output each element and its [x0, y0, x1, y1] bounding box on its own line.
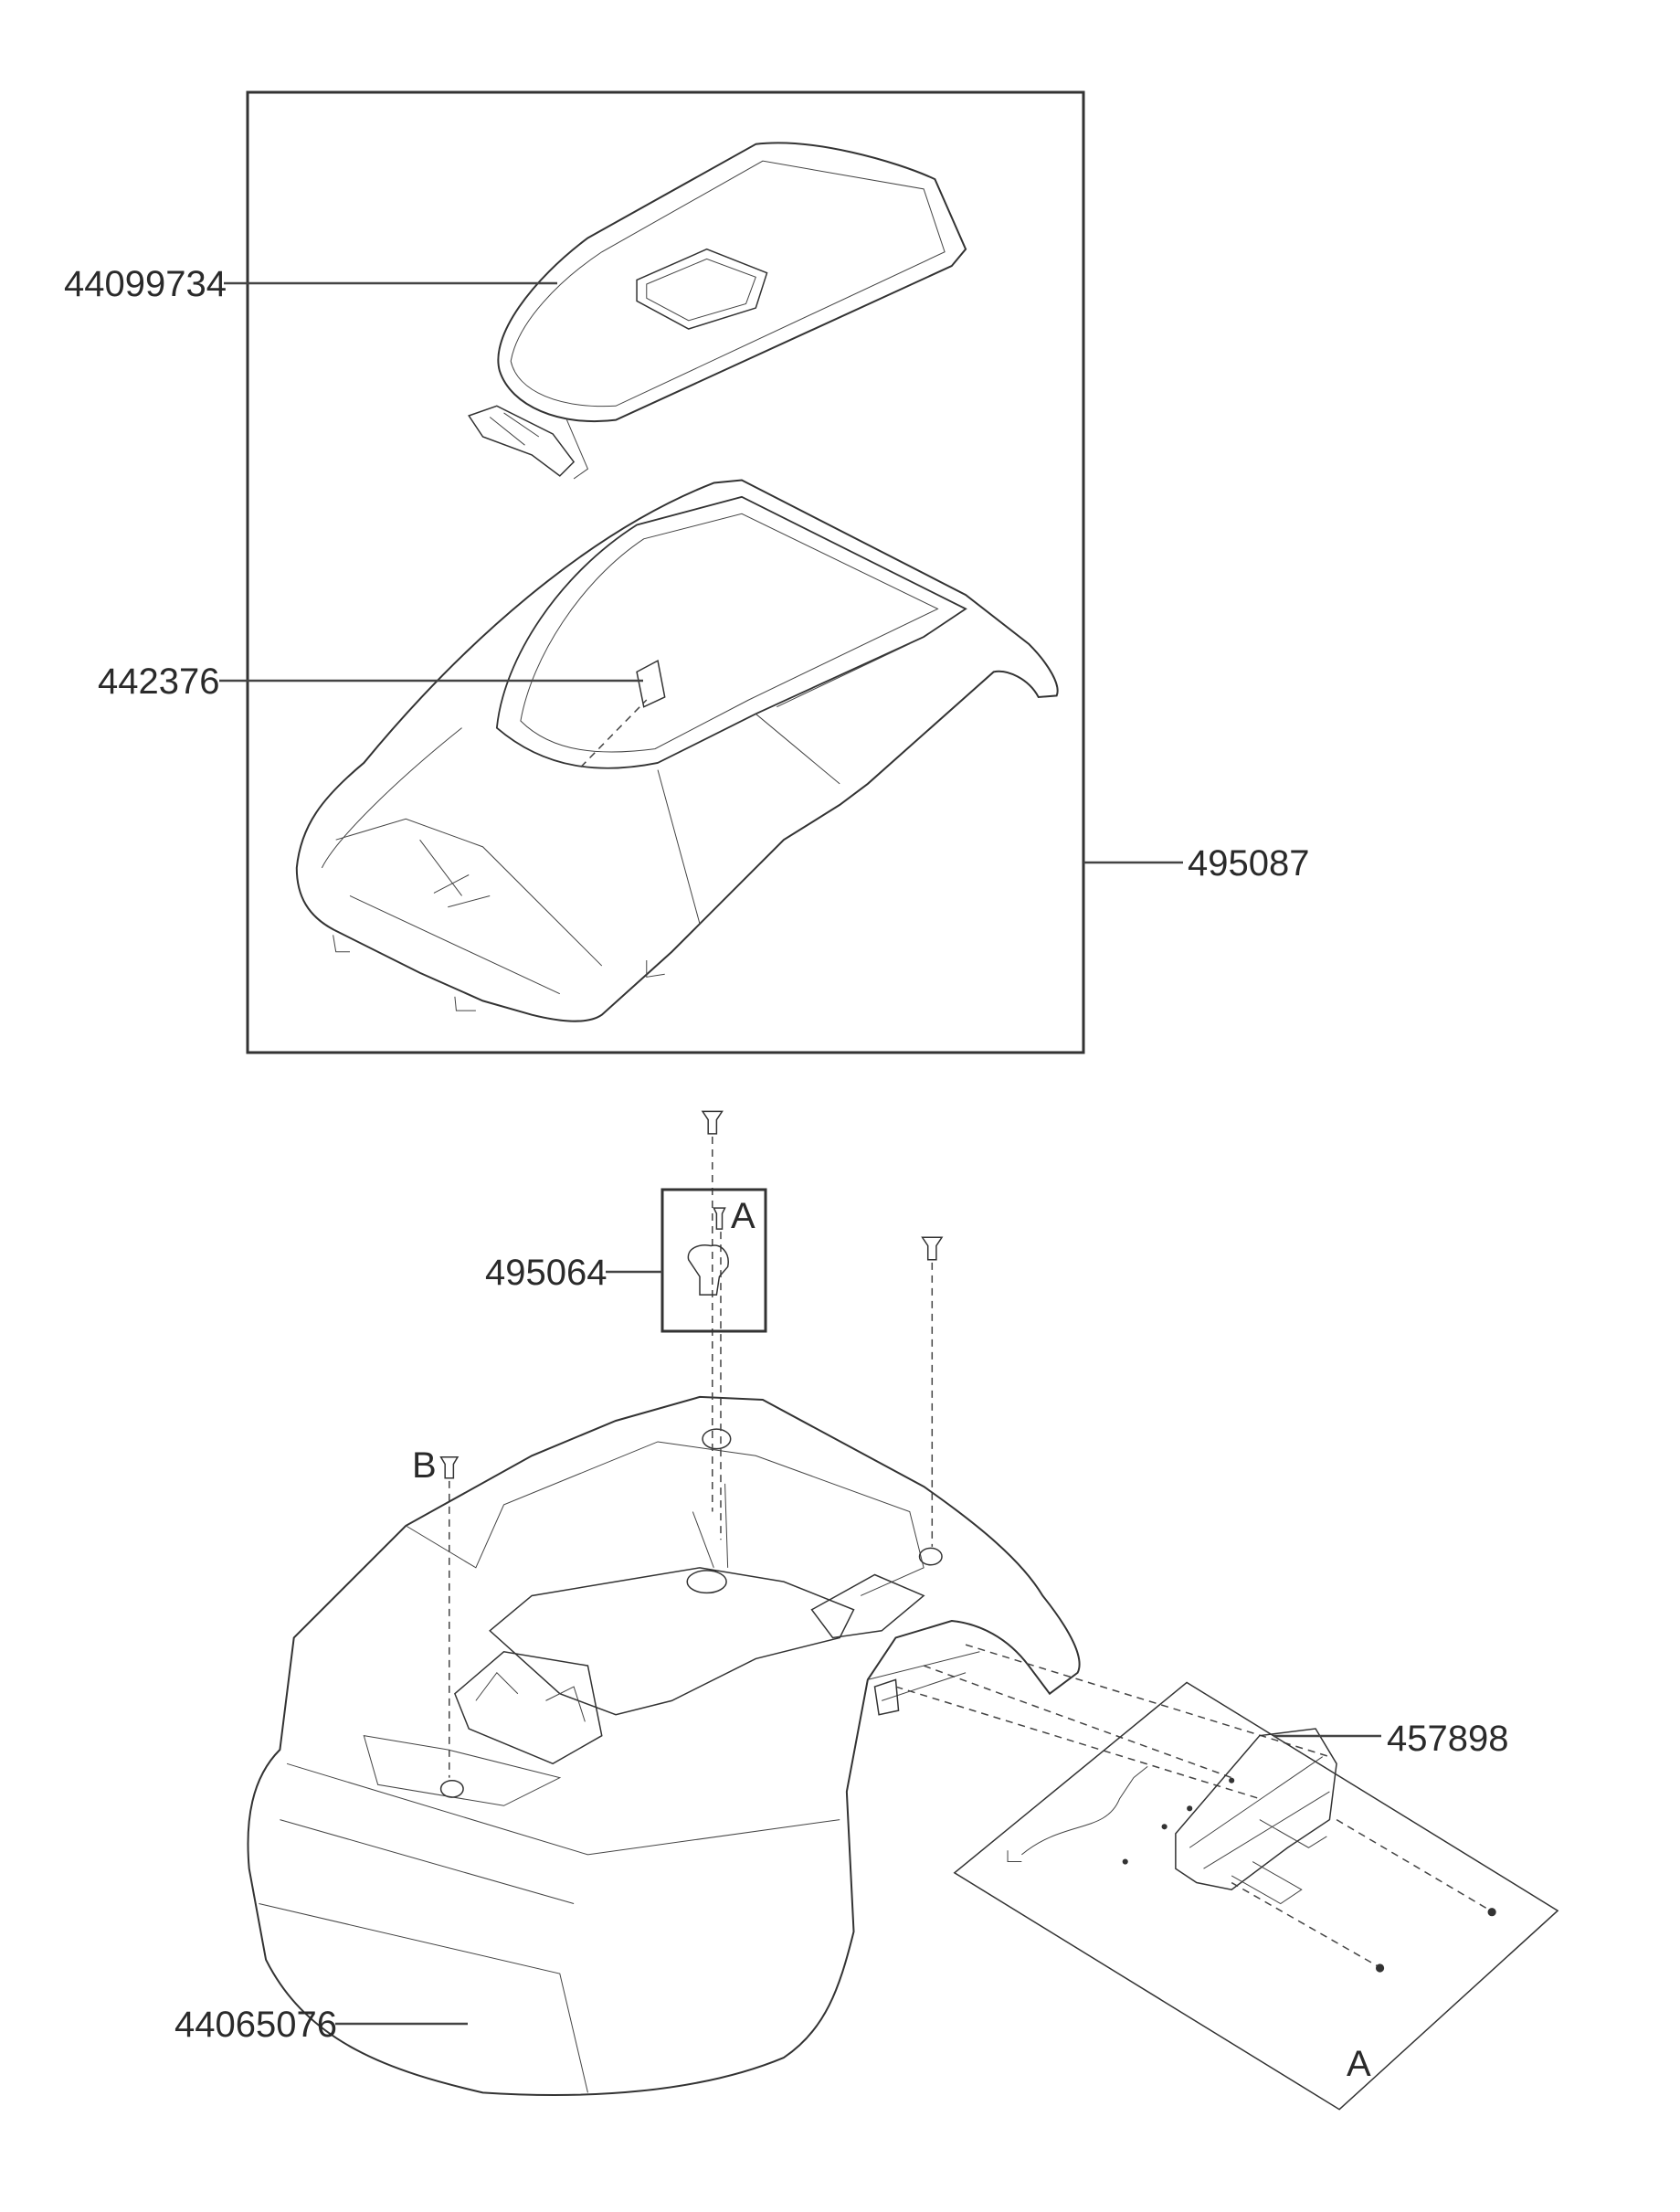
leader-lines — [219, 281, 1381, 2026]
callout-a-top: A — [731, 1196, 755, 1236]
kit-457898-drawing — [955, 1682, 1558, 2109]
part-label-44065076: 44065076 — [174, 2005, 337, 2045]
callout-a-bottom: A — [1347, 2044, 1371, 2084]
495064-frame — [660, 1188, 767, 1333]
screws-drawing — [441, 1111, 1330, 1798]
part-label-442376: 442376 — [98, 661, 219, 702]
top-cover-drawing — [469, 143, 966, 479]
part-label-495064: 495064 — [485, 1253, 607, 1293]
body-cover-drawing — [297, 480, 1058, 1021]
callout-b: B — [412, 1445, 437, 1486]
part-label-44099734: 44099734 — [64, 264, 227, 304]
part-label-495087: 495087 — [1188, 843, 1309, 884]
bottom-shell-drawing — [248, 1397, 1079, 2095]
top-assembly-frame — [246, 90, 1085, 1054]
part-label-457898: 457898 — [1387, 1719, 1508, 1759]
